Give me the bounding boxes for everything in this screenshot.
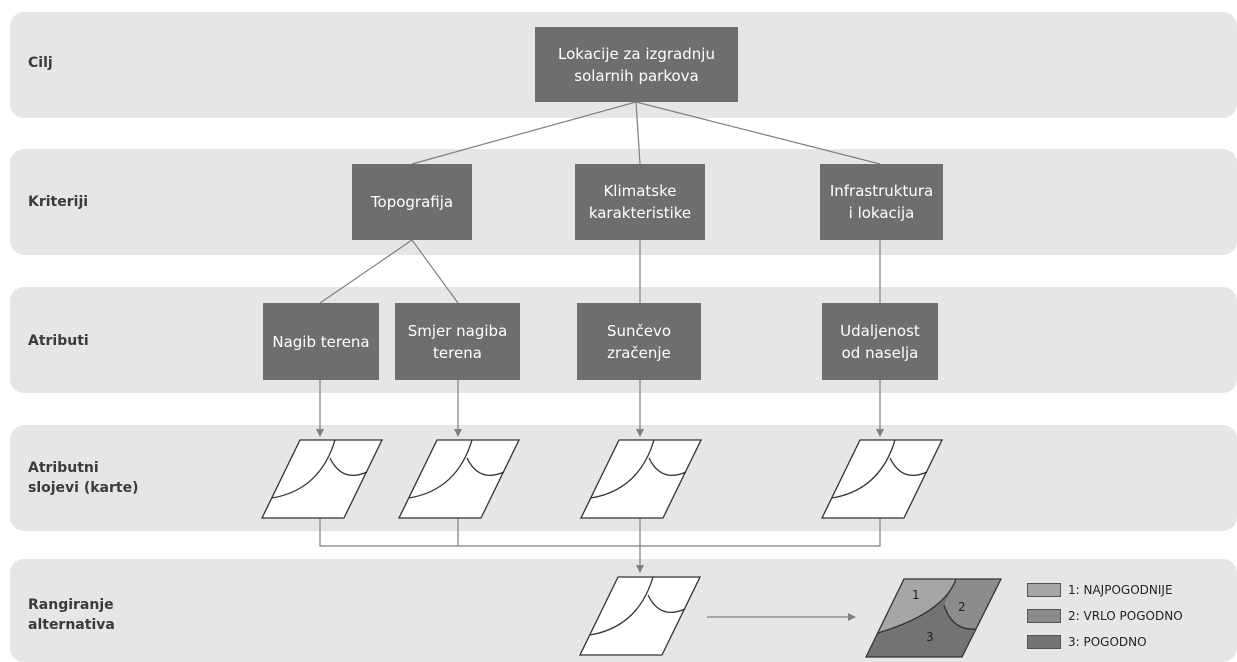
- legend-swatch-1: [1027, 583, 1061, 597]
- row-label-atributi: Atributi: [28, 333, 89, 349]
- row-label-rangiranje: Rangiranje alternativa: [28, 597, 115, 633]
- zone-label-1: 1: [912, 588, 920, 602]
- attribute-map-nagib: [260, 439, 384, 519]
- attribute-box-suncevo: Sunčevo zračenje: [577, 303, 701, 380]
- ranked-result-map: 1 2 3: [864, 578, 1003, 658]
- criteria-box-klimatske: Klimatske karakteristike: [575, 164, 705, 240]
- zone-label-2: 2: [958, 600, 966, 614]
- legend-label-1: 1: NAJPOGODNIJE: [1068, 583, 1173, 597]
- zone-label-3: 3: [926, 630, 934, 644]
- legend-swatch-2: [1027, 609, 1061, 623]
- attribute-box-udaljenost: Udaljenost od naselja: [822, 303, 938, 380]
- combined-map: [578, 576, 702, 656]
- attribute-map-udaljenost: [820, 439, 944, 519]
- attribute-map-smjer: [397, 439, 521, 519]
- legend-label-2: 2: VRLO POGODNO: [1068, 609, 1183, 623]
- criteria-box-infrastruktura: Infrastruktura i lokacija: [820, 164, 943, 240]
- goal-box: Lokacije za izgradnju solarnih parkova: [535, 27, 738, 102]
- attribute-map-suncevo: [579, 439, 703, 519]
- legend-item-2: 2: VRLO POGODNO: [1027, 608, 1183, 624]
- legend-label-3: 3: POGODNO: [1068, 635, 1147, 649]
- row-label-kriteriji: Kriteriji: [28, 194, 89, 210]
- attribute-box-nagib: Nagib terena: [263, 303, 379, 380]
- criteria-box-topografija: Topografija: [352, 164, 472, 240]
- legend-item-1: 1: NAJPOGODNIJE: [1027, 582, 1173, 598]
- attribute-box-smjer: Smjer nagiba terena: [395, 303, 520, 380]
- row-label-slojevi: Atributni slojevi (karte): [28, 460, 139, 496]
- row-label-cilj: Cilj: [28, 55, 53, 71]
- legend-swatch-3: [1027, 635, 1061, 649]
- legend-item-3: 3: POGODNO: [1027, 634, 1147, 650]
